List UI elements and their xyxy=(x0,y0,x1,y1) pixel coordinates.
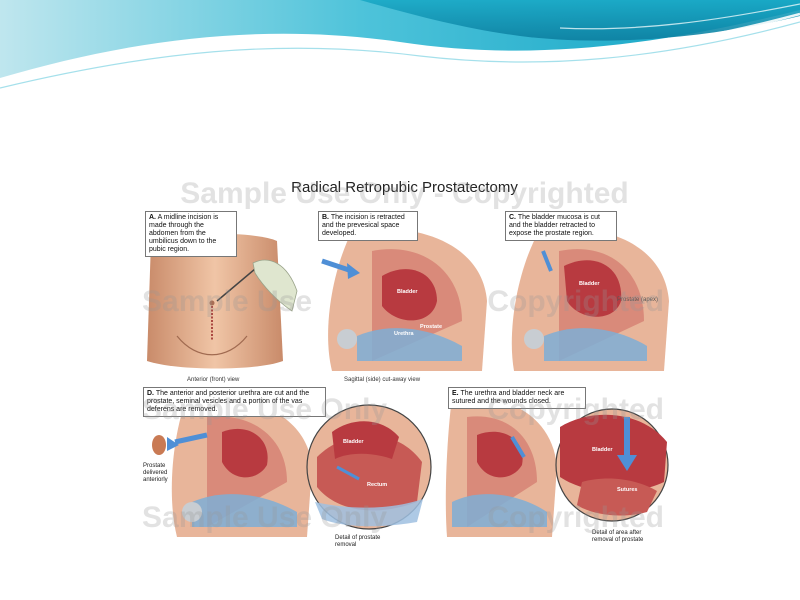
panel-b-bladder-label: Bladder xyxy=(397,289,418,295)
panel-b: B. The incision is retracted and the pre… xyxy=(312,211,492,386)
panel-e-caption: E. The urethra and bladder neck are sutu… xyxy=(448,387,586,409)
panel-c-sagittal-illustration xyxy=(511,228,669,371)
panel-d-removal-illustration xyxy=(152,396,432,537)
panel-b-letter: B. xyxy=(322,214,329,221)
panel-e: E. The urethra and bladder neck are sutu… xyxy=(442,387,672,547)
panel-e-letter: E. xyxy=(452,390,459,397)
panel-e-sutures-label: Sutures xyxy=(617,487,638,493)
figure-title: Radical Retropubic Prostatectomy xyxy=(291,179,518,196)
panel-e-detail-label: Detail of area after removal of prostate xyxy=(592,530,644,543)
panel-d-detail-label: Detail of prostate removal xyxy=(335,535,381,548)
prostatectomy-figure: Radical Retropubic Prostatectomy Sample … xyxy=(137,175,672,550)
slide-header-wave xyxy=(0,0,800,89)
panel-d: D. The anterior and posterior urethra ar… xyxy=(137,387,432,548)
panel-b-text: The incision is retracted and the preves… xyxy=(322,214,405,237)
panel-b-caption: B. The incision is retracted and the pre… xyxy=(318,211,418,241)
panel-d-prostate-delivered-label: Prostate delivered anteriorly xyxy=(143,463,168,483)
panel-e-text: The urethra and bladder neck are sutured… xyxy=(452,390,565,405)
panel-a-letter: A. xyxy=(149,214,156,221)
panel-b-prostate-label: Prostate xyxy=(420,324,443,330)
panel-e-closure-illustration xyxy=(445,396,669,537)
panel-b-view-label: Sagittal (side) cut-away view xyxy=(344,377,421,383)
panel-d-bladder-label: Bladder xyxy=(343,439,364,445)
panel-a-anterior-illustration xyxy=(147,233,298,369)
panel-a-text: A midline incision is made through the a… xyxy=(149,214,219,253)
panel-c: C. The bladder mucosa is cut and the bla… xyxy=(499,211,672,386)
panel-c-prostate-label: Prostate (apex) xyxy=(617,297,659,303)
panel-d-text: The anterior and posterior urethra are c… xyxy=(147,390,310,413)
panel-d-caption: D. The anterior and posterior urethra ar… xyxy=(143,387,326,417)
panel-a: A. A midline incision is made through th… xyxy=(137,211,307,386)
panel-e-bladder-label: Bladder xyxy=(592,447,613,453)
panel-d-rectum-label: Rectum xyxy=(367,482,388,488)
panel-a-caption: A. A midline incision is made through th… xyxy=(145,211,237,257)
panel-a-view-label: Anterior (front) view xyxy=(187,377,240,383)
panel-d-letter: D. xyxy=(147,390,154,397)
panel-c-bladder-label: Bladder xyxy=(579,281,600,287)
panel-b-urethra-label: Urethra xyxy=(394,331,414,337)
panel-c-letter: C. xyxy=(509,214,516,221)
panel-b-sagittal-illustration xyxy=(321,228,487,371)
panel-c-text: The bladder mucosa is cut and the bladde… xyxy=(509,214,600,237)
panel-c-caption: C. The bladder mucosa is cut and the bla… xyxy=(505,211,617,241)
